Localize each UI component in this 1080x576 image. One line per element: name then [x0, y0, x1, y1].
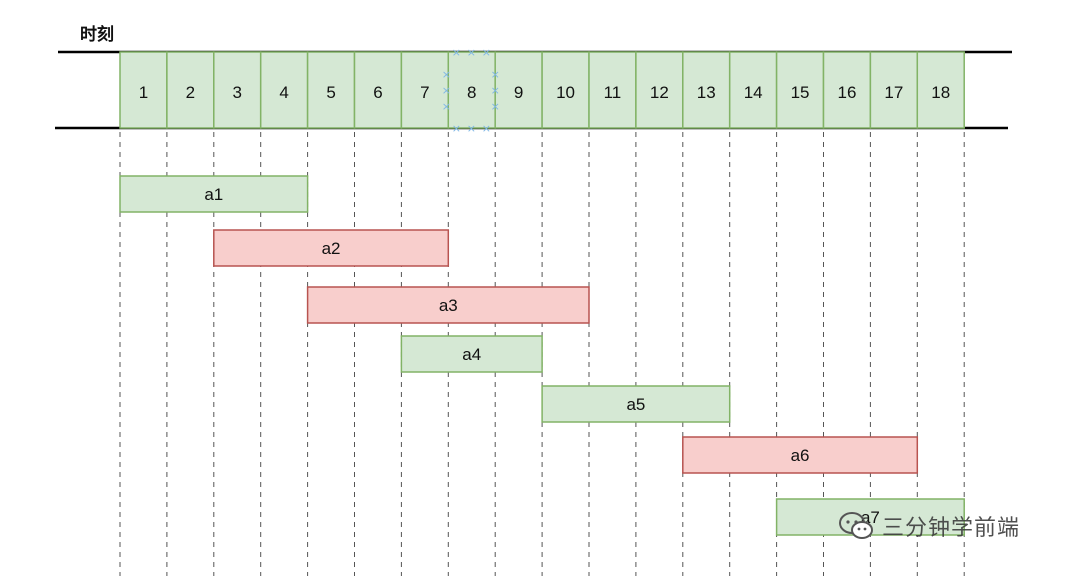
task-a4: a4: [400, 335, 543, 373]
time-slot-label: 15: [791, 83, 810, 102]
time-slot-box: [494, 51, 543, 129]
task-bar: [682, 436, 919, 474]
time-slot-label: 1: [139, 83, 148, 102]
highlight-marker: ×: [442, 68, 451, 81]
time-slot-label: 9: [514, 83, 523, 102]
time-slot-box: [259, 51, 309, 129]
task-label: a3: [439, 296, 458, 315]
highlight-marker: ×: [467, 46, 476, 59]
time-slot-label: 18: [931, 83, 950, 102]
task-bar: [400, 335, 543, 373]
task-a1: a1: [119, 175, 309, 213]
time-slot-label: 12: [650, 83, 669, 102]
task-bar: [541, 385, 731, 423]
time-slot-label: 4: [279, 83, 288, 102]
time-slot-box: [728, 51, 778, 129]
task-bar: [119, 175, 309, 213]
time-slot-box: [916, 51, 965, 129]
time-slot: 18: [916, 51, 965, 129]
highlight-marker: ×: [482, 122, 491, 135]
task-label: a5: [626, 395, 645, 414]
time-slot-label: 8: [467, 83, 476, 102]
time-slot: 13: [682, 51, 731, 129]
watermark: 三分钟学前端: [838, 506, 1020, 546]
time-slot: 1: [119, 51, 168, 129]
slot-highlight-markers: ××××××××××××: [442, 46, 500, 135]
highlight-marker: ×: [491, 68, 500, 81]
time-slot: 8: [447, 51, 496, 129]
time-slot-box: [306, 51, 356, 129]
task-bars: a1 a2 a3 a4 a5 a6 a7: [119, 175, 965, 536]
time-slot-label: 3: [233, 83, 242, 102]
time-slot: 16: [822, 51, 872, 129]
time-slot-box: [447, 51, 496, 129]
task-a7: a7: [775, 498, 965, 536]
time-slot-box: [541, 51, 590, 129]
time-slot-box: [775, 51, 825, 129]
time-slot-label: 16: [837, 83, 856, 102]
time-slot-box: [353, 51, 403, 129]
time-slot-label: 7: [420, 83, 429, 102]
time-slot-label: 10: [556, 83, 575, 102]
time-slot-label: 6: [373, 83, 382, 102]
time-slot-label: 14: [744, 83, 763, 102]
time-slot: 17: [869, 51, 919, 129]
highlight-marker: ×: [467, 122, 476, 135]
diagram-title: 时刻: [80, 24, 114, 45]
watermark-text: 三分钟学前端: [882, 516, 1021, 541]
time-slot-label: 11: [604, 83, 622, 102]
task-label: a4: [462, 345, 481, 364]
time-slot: 12: [635, 51, 684, 129]
highlight-marker: ×: [491, 100, 500, 113]
task-a5: a5: [541, 385, 731, 423]
time-slot-label: 5: [326, 83, 335, 102]
time-slot-label: 2: [186, 83, 195, 102]
task-a2: a2: [213, 229, 450, 267]
task-label: a2: [322, 239, 341, 258]
task-a3: a3: [306, 286, 590, 324]
task-label: a1: [204, 185, 223, 204]
time-slot-box: [822, 51, 872, 129]
time-slot: 3: [213, 51, 262, 129]
highlight-marker: ×: [482, 46, 491, 59]
time-slot-box: [869, 51, 919, 129]
time-slot-box: [213, 51, 262, 129]
time-slot: 10: [541, 51, 590, 129]
wechat-icon: [839, 512, 873, 539]
task-bar: [306, 286, 590, 324]
task-label: a6: [791, 446, 810, 465]
time-slot: 9: [494, 51, 543, 129]
highlight-marker: ×: [442, 100, 451, 113]
time-slot: 2: [166, 51, 215, 129]
highlight-marker: ×: [452, 122, 461, 135]
time-slot-label: 17: [884, 83, 903, 102]
time-slot: 15: [775, 51, 825, 129]
time-slot: 11: [588, 51, 637, 129]
highlight-marker: ×: [452, 46, 461, 59]
task-a6: a6: [682, 436, 919, 474]
task-bar: [213, 229, 450, 267]
time-slot-label: 13: [697, 83, 716, 102]
time-slot: 14: [728, 51, 778, 129]
task-bar: [775, 498, 965, 536]
time-slot: 5: [306, 51, 356, 129]
time-slot: 4: [259, 51, 309, 129]
highlight-marker: ×: [491, 84, 500, 97]
highlight-marker: ×: [442, 84, 451, 97]
time-slot: 6: [353, 51, 403, 129]
